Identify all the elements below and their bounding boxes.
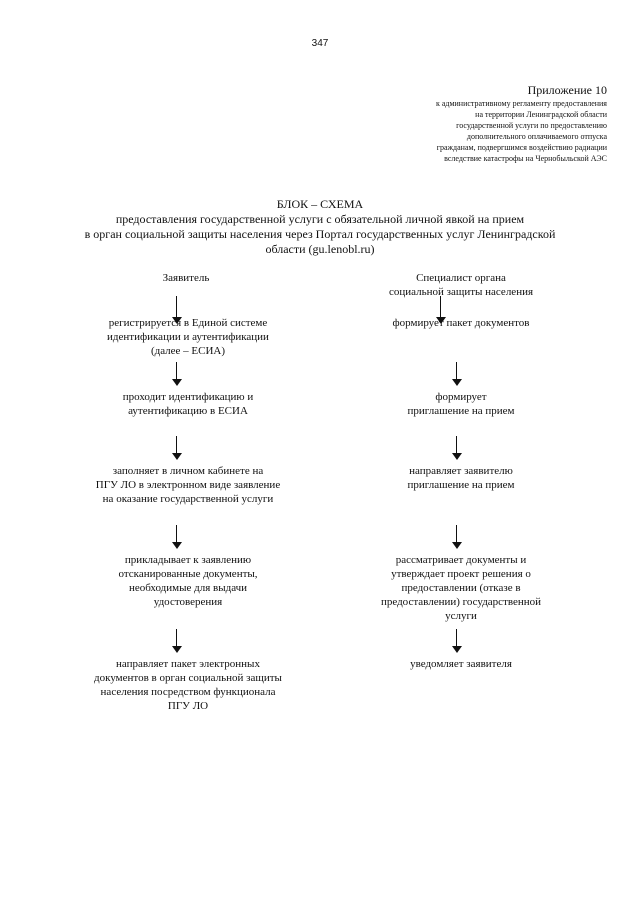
flow-arrow [452, 436, 462, 460]
flow-arrow [452, 525, 462, 549]
scheme-title-line: предоставления государственной услуги с … [115, 212, 525, 226]
appendix-line: вследствие катастрофы на Чернобыльской А… [444, 154, 607, 163]
right-step-1: формирует пакет документов [392, 317, 530, 329]
flow-arrow [172, 629, 182, 653]
flow-arrow [436, 296, 446, 324]
appendix-line: к административному регламенту предостав… [435, 99, 607, 108]
right-step-3: направляет заявителю приглашение на прие… [407, 465, 515, 491]
left-step-3: заполняет в личном кабинете на ПГУ ЛО в … [95, 465, 281, 505]
left-step-2: проходит идентификацию и аутентификацию … [122, 391, 254, 417]
appendix-line: гражданам, подвергшимся воздействию ради… [436, 143, 607, 152]
right-step-2: формирует приглашение на прием [407, 391, 515, 417]
right-column-header: Специалист органа социальной защиты насе… [388, 272, 534, 298]
scheme-title: БЛОК – СХЕМА [276, 197, 364, 211]
appendix-title: Приложение 10 [527, 83, 607, 97]
flow-arrow [172, 362, 182, 386]
left-step-1: регистрируется в Единой системе идентифи… [107, 317, 269, 357]
appendix-line: дополнительного оплачиваемого отпуска [466, 132, 607, 141]
left-step-5: направляет пакет электронных документов … [94, 658, 282, 712]
scheme-title-line: в орган социальной защиты населения чере… [84, 227, 556, 241]
scheme-title-line: области (gu.lenobl.ru) [265, 242, 375, 256]
flow-arrow [452, 362, 462, 386]
flow-arrow [172, 525, 182, 549]
page-number: 347 [311, 38, 329, 49]
right-step-5: уведомляет заявителя [410, 658, 512, 670]
left-step-4: прикладывает к заявлению отсканированные… [118, 554, 258, 608]
appendix-line: на территории Ленинградской области [475, 110, 607, 119]
appendix-line: государственной услуги по предоставлению [456, 121, 607, 130]
right-step-4: рассматривает документы и утверждает про… [380, 554, 542, 622]
flow-arrow [452, 629, 462, 653]
flow-arrow [172, 436, 182, 460]
left-column-header: Заявитель [162, 272, 210, 284]
flow-arrow [172, 296, 182, 324]
